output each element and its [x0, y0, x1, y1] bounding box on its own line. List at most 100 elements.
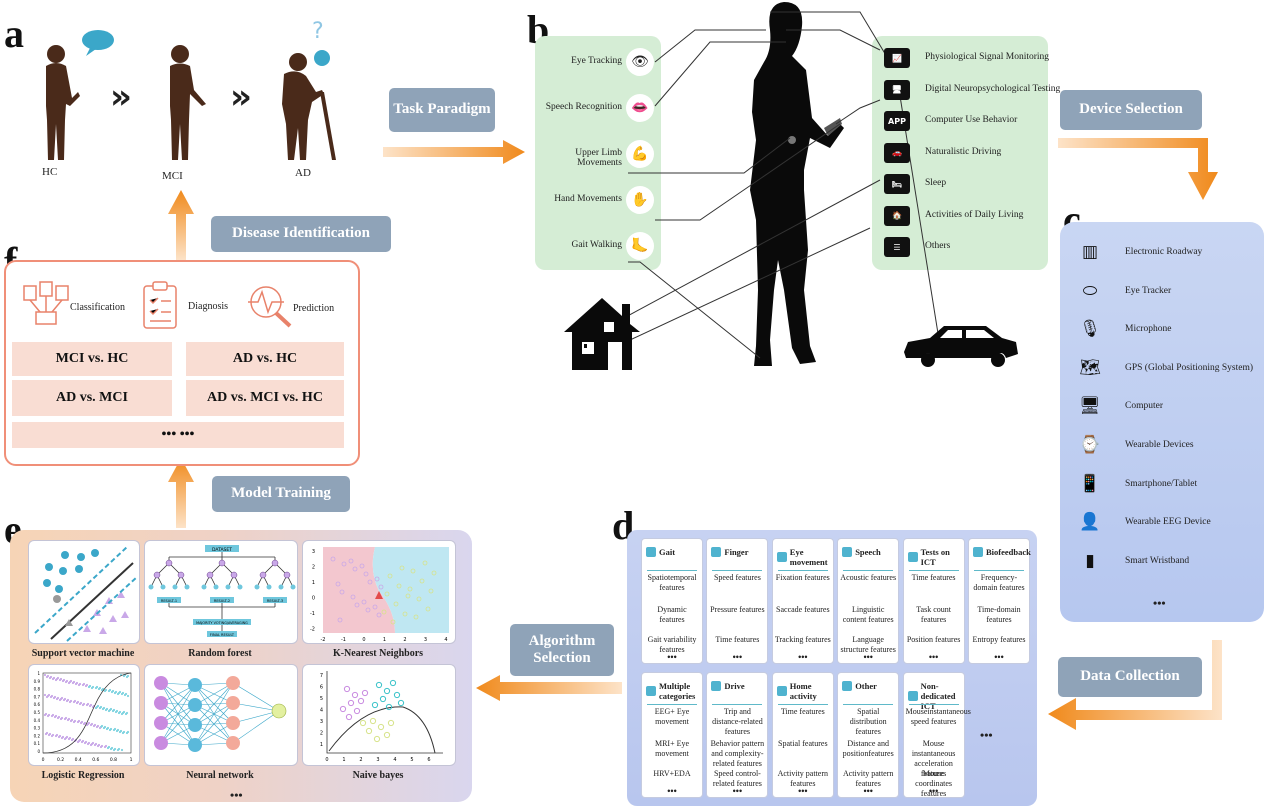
eeg-head-icon: 👤 [1079, 512, 1101, 533]
lr-point [103, 689, 107, 693]
car-icon [904, 326, 1018, 367]
knn-point [363, 571, 369, 577]
knn-point [407, 586, 413, 592]
feature-card-title-text: Other [855, 681, 877, 691]
neural-network-plot [144, 664, 298, 766]
knn-y-tick: 2 [312, 565, 315, 571]
lr-x-tick: 0 [42, 757, 45, 763]
lr-point [86, 742, 90, 746]
diagnosis-clipboard-icon [143, 281, 177, 329]
nb-point [339, 705, 347, 713]
lr-point [120, 692, 124, 696]
nb-y-tick: 5 [320, 696, 323, 702]
feature-card-title: Other [842, 681, 894, 691]
device-label: Microphone [1125, 324, 1172, 335]
feature-card-ellipsis: ••• [667, 786, 677, 796]
lr-point [111, 709, 115, 713]
feature-item: Acoustic features [840, 573, 897, 582]
lr-x-tick: 0.6 [92, 757, 99, 763]
nn-input-node [154, 696, 168, 710]
device-selection-pill: Device Selection [1060, 90, 1202, 130]
rf-result3-label: RESULT-3 [267, 599, 283, 603]
feature-category-icon [973, 547, 983, 557]
stage-label-hc: HC [42, 166, 58, 178]
lr-point [72, 700, 76, 704]
lr-point [79, 721, 83, 725]
feature-card-ellipsis: ••• [732, 652, 743, 662]
nb-point [383, 687, 391, 695]
feature-item: MRI+ Eye movement [654, 739, 690, 758]
lr-x-tick: 1 [130, 757, 133, 763]
device-label: Wearable EEG Device [1125, 517, 1211, 528]
nn-hidden-node [226, 696, 240, 710]
knn-y-tick: -2 [310, 627, 315, 633]
home-icon: 🏠 [884, 205, 910, 226]
feature-item: Mouse coordinates features [915, 769, 953, 798]
lr-point [81, 683, 85, 687]
knn-point [367, 579, 373, 585]
lr-y-tick: 0.8 [34, 687, 41, 692]
lr-point [112, 748, 116, 752]
diagnosis-label: Diagnosis [188, 301, 228, 312]
rf-dataset-label: DATASET [212, 547, 232, 553]
feature-category-icon [842, 547, 853, 557]
lr-x-tick: 0.4 [75, 757, 82, 763]
model-label-naive-bayes: Naive bayes [352, 770, 404, 781]
nn-edge [194, 682, 234, 706]
lr-point [84, 684, 88, 688]
knn-point [390, 619, 396, 625]
lr-y-tick: 0.9 [34, 679, 41, 684]
mci-person-icon [170, 45, 206, 160]
car-icon: 🚗 [884, 142, 910, 163]
lr-point [89, 743, 93, 747]
lr-point [89, 723, 93, 727]
feature-item: Entropy features [972, 635, 1026, 644]
nn-edge [194, 722, 234, 746]
model-label-logistic-regression: Logistic Regression [41, 770, 125, 781]
knn-y-tick: 0 [312, 596, 315, 602]
feature-item: Time features [715, 635, 760, 644]
nn-edge [232, 682, 280, 712]
feature-card-title: Speech [842, 547, 894, 557]
knn-point [393, 601, 399, 607]
classification-label: Classification [70, 302, 125, 313]
lr-point [72, 720, 76, 724]
feature-card-ellipsis: ••• [994, 652, 1004, 662]
panel-label-a: a [4, 11, 24, 56]
knn-x-tick: 2 [403, 637, 406, 643]
lr-point [60, 736, 64, 740]
lr-point [82, 722, 86, 726]
progression-figures: » » ? [46, 20, 336, 160]
speech-bubble-icon [82, 30, 114, 50]
lr-point [49, 695, 53, 699]
lips-icon: 👄 [626, 94, 654, 122]
prediction-label: Prediction [293, 303, 335, 314]
knn-point [365, 607, 371, 613]
lr-point [87, 685, 91, 689]
model-label-random-forest: Random forest [188, 648, 252, 659]
lr-point [98, 706, 102, 710]
foot-icon: 🦶 [626, 232, 654, 260]
feature-item: Gait variability features [647, 635, 697, 654]
nn-edge [194, 682, 234, 726]
nn-connections [160, 682, 280, 746]
knn-point [381, 609, 387, 615]
lr-x-tick: 0.8 [110, 757, 117, 763]
knn-point [330, 556, 336, 562]
lr-point [47, 733, 51, 737]
lr-point [75, 701, 79, 705]
rf-final-label: FINAL RESULT [210, 633, 235, 637]
lr-point [43, 713, 47, 717]
feature-card-title-text: Speech [855, 547, 881, 557]
feature-card-ellipsis: ••• [732, 786, 743, 796]
lr-y-tick: 0.1 [34, 741, 41, 746]
smartphone-icon: 📱 [1079, 473, 1101, 494]
lr-point [43, 673, 47, 677]
feature-card-title-text: Gait [659, 547, 676, 557]
lr-point [123, 693, 127, 697]
task-paradigm-pill: Task Paradigm [389, 88, 495, 132]
feature-card-ellipsis: ••• [928, 786, 939, 796]
lr-point [59, 717, 63, 721]
